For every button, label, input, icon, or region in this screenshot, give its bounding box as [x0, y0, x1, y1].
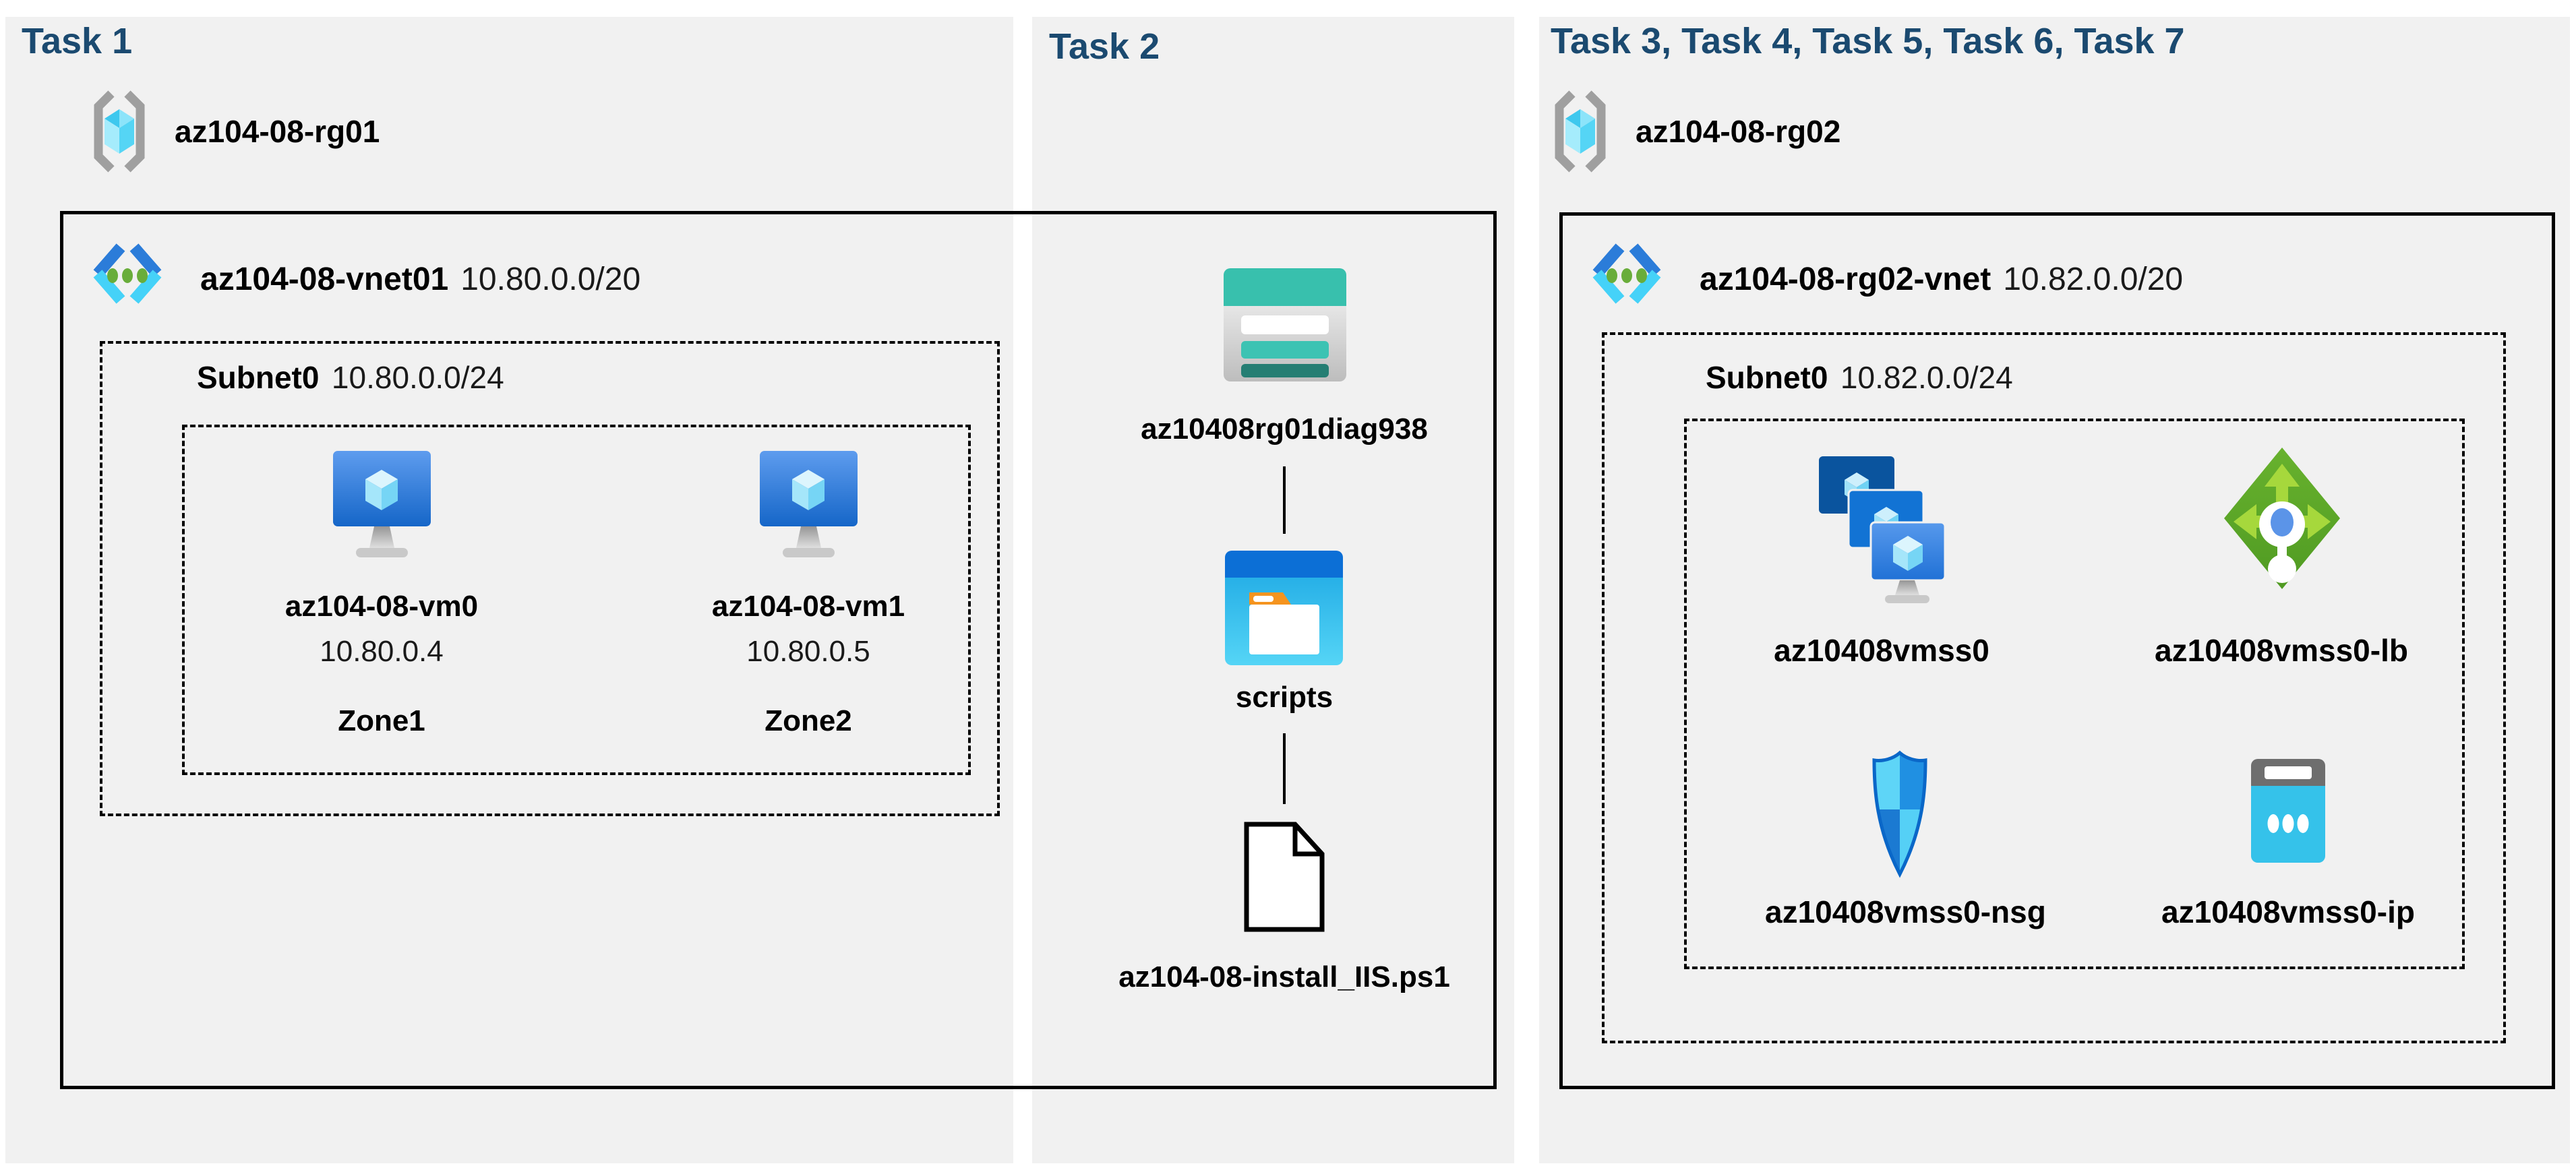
vnet01-row: az104-08-vnet01 10.80.0.0/20: [90, 238, 640, 320]
vnet01-name: az104-08-vnet01: [200, 261, 449, 297]
virtual-network-icon: [93, 243, 162, 304]
vm0-ip: 10.80.0.4: [320, 635, 444, 668]
connector-storage-scripts: [1283, 466, 1286, 534]
nsg-shield-icon: [1872, 750, 1927, 878]
ip-name: az10408vmss0-ip: [2161, 894, 2415, 929]
vm0-name: az104-08-vm0: [284, 590, 479, 623]
lb-icon-wrap: [2221, 446, 2343, 590]
panel-task3-7: [1539, 17, 2570, 1163]
subnet0-box-p3: [1602, 332, 2506, 1043]
subnet0-box-p1: [100, 341, 1000, 816]
resource-group-icon: [94, 90, 145, 173]
task3-7-title: Task 3, Task 4, Task 5, Task 6, Task 7: [1551, 21, 2185, 61]
subnet0-cidr-p1: 10.80.0.0/24: [331, 360, 504, 395]
vm1-icon-wrap: [760, 451, 858, 557]
ip-icon-wrap: [2251, 759, 2325, 863]
vmss-name: az10408vmss0: [1774, 633, 1989, 668]
rg02-name: az104-08-rg02: [1636, 114, 1841, 149]
vm1-name: az104-08-vm1: [711, 590, 905, 623]
rg02-vnet-row: az104-08-rg02-vnet 10.82.0.0/20: [1589, 238, 2183, 320]
script-file-name: az104-08-install_IIS.ps1: [1118, 960, 1450, 993]
vm-zone-box: [182, 425, 971, 775]
nsg-icon-wrap: [1867, 747, 1932, 880]
rg02-row: az104-08-rg02: [1551, 89, 1840, 174]
subnet0-name-p1: Subnet0: [197, 360, 320, 395]
load-balancer-icon: [2224, 448, 2340, 589]
vm1-ip: 10.80.0.5: [746, 635, 870, 668]
subnet0-name-p3: Subnet0: [1706, 360, 1828, 395]
vmss-icon-wrap: [1819, 456, 1946, 603]
subnet0-label-p3: Subnet0 10.82.0.0/24: [1706, 359, 2013, 396]
vm-scale-set-icon: [1819, 456, 1946, 603]
file-icon-wrap: [1242, 820, 1326, 933]
rg02-vnet-boundary-box: [1559, 212, 2555, 1089]
virtual-machine-icon: [760, 451, 858, 557]
rg01-row: az104-08-rg01: [90, 89, 380, 174]
panel-task1: [5, 17, 1013, 1163]
vnet01-cidr: 10.80.0.0/20: [460, 261, 641, 297]
virtual-machine-icon: [333, 451, 431, 557]
vmss-box: [1684, 419, 2465, 969]
rg02-vnet-name: az104-08-rg02-vnet: [1700, 261, 1991, 297]
vnet01-boundary-box: [60, 211, 1497, 1089]
blob-container-icon: [1225, 551, 1343, 665]
vm1-zone: Zone2: [765, 704, 852, 737]
subnet0-cidr-p3: 10.82.0.0/24: [1840, 360, 2013, 395]
vm0-zone: Zone1: [338, 704, 425, 737]
nsg-name: az10408vmss0-nsg: [1765, 894, 2046, 929]
public-ip-icon: [2251, 759, 2325, 863]
task1-title: Task 1: [22, 21, 133, 61]
rg01-name: az104-08-rg01: [175, 114, 380, 149]
rg02-vnet-cidr: 10.82.0.0/20: [2003, 261, 2184, 297]
storage-account-icon-wrap: [1224, 268, 1346, 381]
container-name: scripts: [1235, 681, 1334, 714]
storage-account-name: az10408rg01diag938: [1141, 412, 1428, 446]
virtual-network-icon: [1592, 243, 1661, 304]
lb-name: az10408vmss0-lb: [2155, 633, 2408, 668]
resource-group-icon: [1555, 90, 1606, 173]
connector-scripts-file: [1283, 733, 1286, 804]
subnet0-label-p1: Subnet0 10.80.0.0/24: [197, 359, 504, 396]
vm0-icon-wrap: [333, 451, 431, 557]
task2-title: Task 2: [1049, 26, 1160, 67]
blob-container-icon-wrap: [1225, 551, 1343, 665]
file-icon: [1244, 822, 1325, 932]
storage-account-icon: [1224, 268, 1346, 381]
